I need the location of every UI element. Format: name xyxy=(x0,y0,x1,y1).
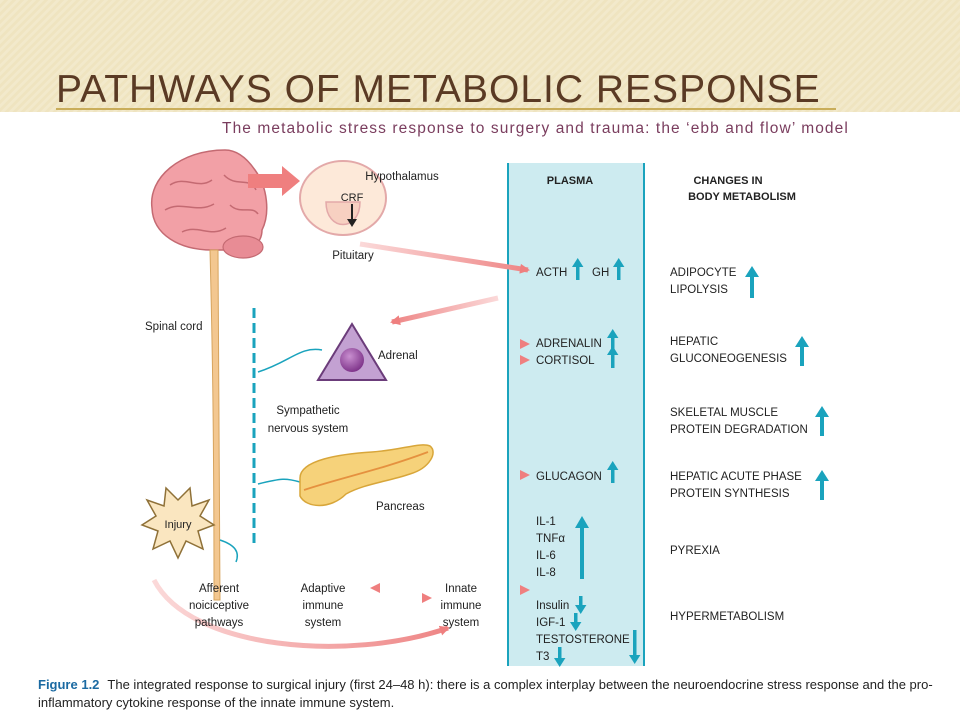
insulin-down-arrow-icon xyxy=(575,596,587,614)
crf-label: CRF xyxy=(341,192,364,204)
metabolism-acute-line1: HEPATIC ACUTE PHASE xyxy=(670,471,802,483)
plasma-adrenalin: ADRENALIN xyxy=(536,338,602,350)
t3-down-arrow-icon xyxy=(554,647,566,667)
sympathetic-label-line1: Sympathetic xyxy=(276,405,340,417)
hypothalamus-label: Hypothalamus xyxy=(365,171,439,183)
plasma-cortisol: CORTISOL xyxy=(536,355,595,367)
metabolism-hepatic-line2: GLUCONEOGENESIS xyxy=(670,353,787,365)
acth-up-arrow-icon xyxy=(572,258,584,280)
title-underline xyxy=(56,108,836,110)
metabolism-acute-line2: PROTEIN SYNTHESIS xyxy=(670,488,790,500)
plasma-testosterone: TESTOSTERONE xyxy=(536,634,630,646)
plasma-acth: ACTH xyxy=(536,267,567,279)
adrenalin-up-arrow-icon xyxy=(607,329,619,351)
brain-hypothalamus-arrow xyxy=(248,166,300,196)
cytokines-up-arrow-icon xyxy=(575,516,589,579)
pancreas-label: Pancreas xyxy=(376,501,425,513)
figure-caption-label: Figure 1.2 xyxy=(38,677,100,692)
pancreas-nerve-link xyxy=(257,478,301,485)
afferent-label-line1: Afferent xyxy=(199,583,240,595)
slide-title: PATHWAYS OF METABOLIC RESPONSE xyxy=(56,68,821,111)
metabolism-header-line1: CHANGES IN xyxy=(693,175,762,187)
adaptive-label-line2: immune xyxy=(303,600,344,612)
metabolism-skeletal-line1: SKELETAL MUSCLE xyxy=(670,407,778,419)
plasma-il6: IL-6 xyxy=(536,550,556,562)
injury-label: Injury xyxy=(165,519,192,531)
plasma-igf1: IGF-1 xyxy=(536,617,565,629)
injury-afferent-link xyxy=(219,539,239,563)
plasma-to-adrenal-arrow xyxy=(390,295,499,326)
adaptive-label-line1: Adaptive xyxy=(301,583,346,595)
injury-icon xyxy=(140,486,216,560)
metabolism-header-line2: BODY METABOLISM xyxy=(688,191,796,203)
metabolism-change-arrows xyxy=(745,266,829,500)
sympathetic-label-line2: nervous system xyxy=(268,423,349,435)
injury-innate-arrow xyxy=(151,578,450,649)
figure-subtitle: The metabolic stress response to surgery… xyxy=(222,120,849,137)
hepatic-up-arrow-icon xyxy=(795,336,809,366)
cortisol-up-arrow-icon xyxy=(607,346,619,368)
plasma-glucagon: GLUCAGON xyxy=(536,471,602,483)
spinal-cord xyxy=(209,249,221,601)
adrenal-icon xyxy=(316,322,388,381)
metabolism-hepatic-line1: HEPATIC xyxy=(670,336,718,348)
metabolism-adipocyte-line2: LIPOLYSIS xyxy=(670,284,728,296)
plasma-insulin: Insulin xyxy=(536,600,569,612)
innate-label-line1: Innate xyxy=(445,583,477,595)
gh-up-arrow-icon xyxy=(613,258,625,280)
plasma-t3: T3 xyxy=(536,651,549,663)
acute-up-arrow-icon xyxy=(815,470,829,500)
plasma-change-arrows xyxy=(554,258,641,667)
title-banner xyxy=(0,0,960,112)
innate-label-line2: immune xyxy=(441,600,482,612)
pancreas-icon xyxy=(299,444,434,507)
brain-icon xyxy=(151,149,268,259)
hypothalamus-icon xyxy=(299,160,387,236)
glucagon-up-arrow-icon xyxy=(607,461,619,483)
plasma-gh: GH xyxy=(592,267,609,279)
pituitary-label: Pituitary xyxy=(332,250,374,262)
plasma-il8: IL-8 xyxy=(536,567,556,579)
adaptive-label-line3: system xyxy=(305,617,341,629)
igf1-down-arrow-icon xyxy=(570,613,582,631)
afferent-label-line3: pathways xyxy=(195,617,244,629)
plasma-header: PLASMA xyxy=(547,175,594,187)
adrenal-label: Adrenal xyxy=(378,350,418,362)
plasma-band xyxy=(508,163,644,666)
pituitary-to-acth-arrow xyxy=(359,241,530,274)
metabolism-hypermetabolism: HYPERMETABOLISM xyxy=(670,611,784,623)
adipocyte-up-arrow-icon xyxy=(745,266,759,298)
innate-label-line3: system xyxy=(443,617,479,629)
plasma-il1: IL-1 xyxy=(536,516,556,528)
spinal-cord-label: Spinal cord xyxy=(145,321,203,333)
plasma-tnf: TNFα xyxy=(536,533,565,545)
figure-caption-text: The integrated response to surgical inju… xyxy=(38,677,933,710)
metabolism-pyrexia: PYREXIA xyxy=(670,545,720,557)
adrenal-nerve-link xyxy=(257,348,323,373)
testosterone-down-arrow-icon xyxy=(629,630,641,664)
metabolism-skeletal-line2: PROTEIN DEGRADATION xyxy=(670,424,808,436)
skeletal-up-arrow-icon xyxy=(815,406,829,436)
metabolism-adipocyte-line1: ADIPOCYTE xyxy=(670,267,737,279)
afferent-label-line2: noiciceptive xyxy=(189,600,249,612)
